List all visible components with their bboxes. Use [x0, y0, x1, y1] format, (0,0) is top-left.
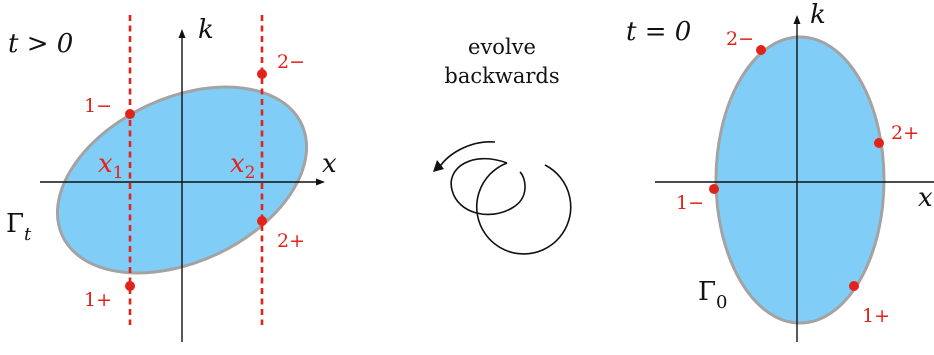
- left-region-label-base: Γ: [6, 209, 24, 239]
- right-point-1-minus: [709, 184, 719, 194]
- left-slice-label-x2-base: x: [230, 149, 245, 179]
- right-region-label: Γ0: [698, 277, 728, 313]
- left-x-axis-label: x: [322, 149, 337, 179]
- left-slice-label-x2-sub: 2: [245, 163, 256, 183]
- right-point-2-plus: [874, 138, 884, 148]
- right-point-1-plus: [849, 281, 859, 291]
- left-point-1-plus: [125, 281, 135, 291]
- right-point-label-2-plus: 2+: [891, 122, 919, 144]
- right-time-label: t = 0: [626, 17, 691, 47]
- left-panel: t > 0 k x Γt x1 x2 1− 1+ 2− 2+: [6, 15, 337, 342]
- right-region-label-base: Γ: [698, 277, 716, 307]
- left-point-label-2-plus: 2+: [277, 230, 305, 252]
- right-k-axis-label: k: [810, 0, 826, 30]
- evolve-label-line1: evolve: [468, 35, 536, 59]
- right-point-label-2-minus: 2−: [726, 28, 754, 50]
- right-k-axis-arrowhead: [793, 15, 801, 24]
- left-point-label-2-minus: 2−: [277, 51, 305, 73]
- left-region-label-sub: t: [24, 224, 32, 245]
- right-region-label-sub: 0: [716, 292, 727, 313]
- left-point-label-1-minus: 1−: [84, 95, 112, 117]
- evolve-label-line2: backwards: [444, 64, 559, 88]
- left-point-2-minus: [257, 69, 267, 79]
- right-region-ellipse: [714, 35, 886, 325]
- left-k-axis-label: k: [198, 15, 214, 45]
- left-slice-label-x1: x1: [98, 149, 124, 183]
- left-region-label: Γt: [6, 209, 32, 245]
- left-point-2-plus: [257, 216, 267, 226]
- right-x-axis-label: x: [918, 183, 933, 213]
- right-panel: t = 0 k x Γ0 2− 2+ 1− 1+: [626, 0, 934, 342]
- right-point-label-1-minus: 1−: [676, 192, 704, 214]
- right-point-label-1-plus: 1+: [862, 305, 890, 327]
- left-slice-label-x1-base: x: [98, 149, 113, 179]
- left-slice-label-x2: x2: [230, 149, 256, 183]
- left-slice-label-x1-sub: 1: [113, 163, 124, 183]
- left-k-axis-arrowhead: [178, 29, 186, 38]
- left-x-axis-arrowhead: [316, 178, 325, 186]
- counterclockwise-spiral-arrow-icon: [433, 141, 572, 255]
- left-time-label: t > 0: [8, 29, 73, 59]
- right-point-2-minus: [756, 45, 766, 55]
- middle-annotation: evolve backwards: [433, 35, 572, 255]
- left-point-1-minus: [125, 109, 135, 119]
- left-point-label-1-plus: 1+: [84, 289, 112, 311]
